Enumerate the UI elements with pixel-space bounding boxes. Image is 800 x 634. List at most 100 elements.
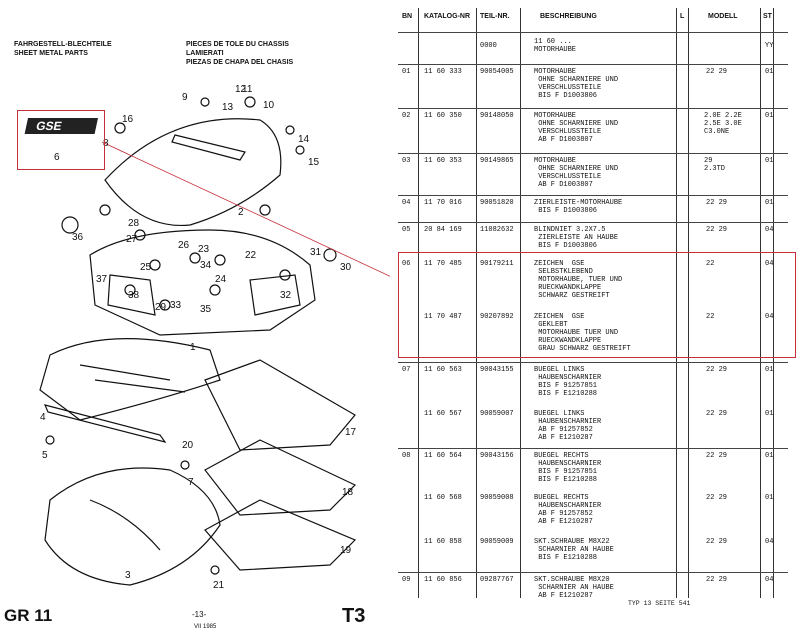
table-cell: 07 <box>402 366 411 374</box>
table-cell: 90148050 <box>480 112 514 120</box>
header-left-line-2: SHEET METAL PARTS <box>14 50 88 57</box>
label-part-31: 31 <box>310 247 322 258</box>
table-cell: 04 <box>765 576 774 584</box>
table-cell: 22 29 <box>706 410 728 418</box>
label-part-12: 12 <box>235 84 247 95</box>
header-middle: PIECES DE TOLE DU CHASSIS LAMIERATI PIEZ… <box>186 40 293 67</box>
header-middle-line-2: LAMIERATI <box>186 50 224 57</box>
table-cell: 2.0E 2.2E 2.5E 3.0E C3.0NE <box>704 112 742 136</box>
label-part-2: 2 <box>238 207 244 218</box>
label-part-35: 35 <box>200 304 212 315</box>
table-cell: 90207892 <box>480 313 514 321</box>
table-cell: 11 70 487 <box>424 313 462 321</box>
table-cell: BUEGEL RECHTS HAUBENSCHARNIER BIS F 9125… <box>534 452 602 484</box>
table-cell: MOTORHAUBE OHNE SCHARNIERE UND VERSCHLUS… <box>534 112 619 144</box>
col-modell: MODELL <box>708 13 738 20</box>
col-st: ST <box>763 13 772 20</box>
table-cell: 01 <box>765 452 774 460</box>
table-cell: 11 60 856 <box>424 576 462 584</box>
table-cell: 22 29 <box>706 452 728 460</box>
label-part-16: 16 <box>122 114 134 125</box>
header-middle-line-1: PIECES DE TOLE DU CHASSIS <box>186 41 289 48</box>
badge-text: GSE <box>35 119 63 133</box>
table-cell: 90043156 <box>480 452 514 460</box>
label-part-29: 29 <box>155 302 167 313</box>
table-cell: 04 <box>402 199 411 207</box>
label-part-15: 15 <box>308 157 320 168</box>
table-cell: 20 84 169 <box>424 226 462 234</box>
table-cell: 11 60 353 <box>424 157 462 165</box>
table-cell: 02 <box>402 112 411 120</box>
table-cell: 90149865 <box>480 157 514 165</box>
label-part-37: 37 <box>96 274 108 285</box>
table-cell: 11 60 563 <box>424 366 462 374</box>
table-cell: ZEICHEN GSE GEKLEBT MOTORHAUBE TUER UND … <box>534 313 631 353</box>
table-cell: 01 <box>765 410 774 418</box>
label-part-8: 8 <box>103 138 109 149</box>
col-beschreibung: BESCHREIBUNG <box>540 13 597 20</box>
table-cell: 11 70 485 <box>424 260 462 268</box>
group-label: GR 11 <box>4 606 53 625</box>
highlight-badge-box <box>17 110 105 170</box>
table-cell: 22 29 <box>706 68 728 76</box>
label-part-33: 33 <box>170 300 182 311</box>
label-part-27: 27 <box>126 234 138 245</box>
label-part-5: 5 <box>42 450 48 461</box>
table-cell: 22 <box>706 313 715 321</box>
table-cell: SKT.SCHRAUBE M8X22 SCHARNIER AN HAUBE BI… <box>534 538 614 562</box>
table-cell: 90043155 <box>480 366 514 374</box>
table-cell: 11 60 568 <box>424 494 462 502</box>
table-cell: 11 60 333 <box>424 68 462 76</box>
table-cell: 22 29 <box>706 494 728 502</box>
col-l: L <box>680 13 685 20</box>
table-cell: 90179211 <box>480 260 514 268</box>
label-part-11: 11 <box>242 84 253 95</box>
table-cell: 90059008 <box>480 494 514 502</box>
table-cell: 04 <box>765 226 774 234</box>
table-cell: 22 29 <box>706 366 728 374</box>
table-cell: 06 <box>402 260 411 268</box>
table-cell: 11 60 ... MOTORHAUBE <box>534 38 577 54</box>
label-part-21: 21 <box>213 580 225 591</box>
label-part-25: 25 <box>140 262 152 273</box>
label-part-4: 4 <box>40 412 46 423</box>
label-part-23: 23 <box>198 244 210 255</box>
table-cell: 22 29 <box>706 538 728 546</box>
table-cell: 11 60 350 <box>424 112 462 120</box>
table-cell: 22 <box>706 260 715 268</box>
table-cell: 11082632 <box>480 226 514 234</box>
table-cell: 04 <box>765 260 774 268</box>
label-part-17: 17 <box>345 427 357 438</box>
table-cell: 01 <box>402 68 411 76</box>
table-cell: 22 29 <box>706 576 728 584</box>
label-part-32: 32 <box>280 290 292 301</box>
table-cell: 01 <box>765 157 774 165</box>
exploded-parts-diagram: GSE 1 2 3 4 5 6 7 8 9 10 11 12 13 14 15 … <box>24 84 390 591</box>
table-cell: 11 60 564 <box>424 452 462 460</box>
label-part-6: 6 <box>54 152 60 163</box>
label-part-20: 20 <box>182 440 194 451</box>
table-cell: 90054005 <box>480 68 514 76</box>
table-cell: 90059007 <box>480 410 514 418</box>
table-cell: YY <box>765 42 774 50</box>
table-footer: TYP 13 SEITE 541 <box>628 600 691 607</box>
table-cell: 08 <box>402 452 411 460</box>
table-cell: 01 <box>765 112 774 120</box>
table-cell: 09 <box>402 576 411 584</box>
label-part-18: 18 <box>342 487 354 498</box>
table-cell: 04 <box>765 538 774 546</box>
label-part-22: 22 <box>245 250 257 261</box>
col-teil: TEIL-NR. <box>480 13 510 20</box>
table-cell: 09287767 <box>480 576 514 584</box>
col-katalog: KATALOG-NR <box>424 13 471 20</box>
label-part-1: 1 <box>190 342 196 353</box>
table-cell: MOTORHAUBE OHNE SCHARNIERE UND VERSCHLUS… <box>534 157 619 189</box>
highlight-rows-box <box>398 252 796 358</box>
table-cell: MOTORHAUBE OHNE SCHARNIERE UND VERSCHLUS… <box>534 68 619 100</box>
table-cell: BUEGEL LINKS HAUBENSCHARNIER BIS F 91257… <box>534 366 602 398</box>
table-cell: 11 60 567 <box>424 410 462 418</box>
label-part-28: 28 <box>128 218 140 229</box>
table-cell: BUEGEL RECHTS HAUBENSCHARNIER AB F 91257… <box>534 494 602 526</box>
table-cell: 90051820 <box>480 199 514 207</box>
label-part-24: 24 <box>215 274 227 285</box>
